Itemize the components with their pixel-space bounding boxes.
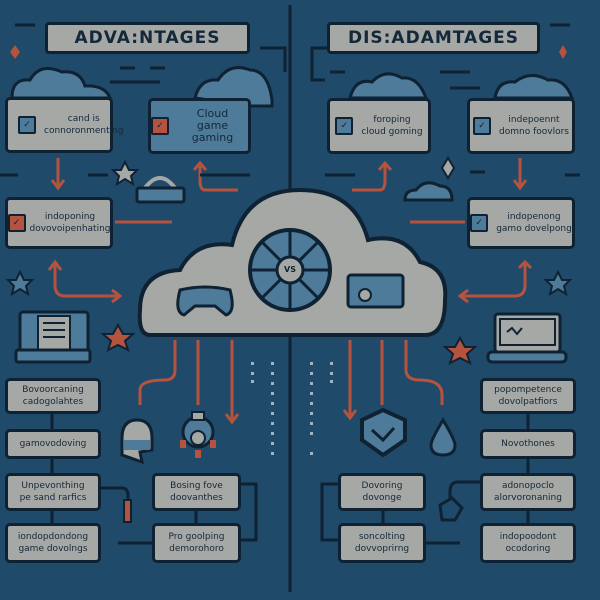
disadvantage-list-item: soncolting dovvoprirng	[338, 523, 426, 563]
item-text: game dovolngs	[18, 544, 88, 554]
checkbox-icon: ✓	[470, 214, 489, 232]
advantage-list-item: Pro goolping demorohoro	[152, 523, 241, 563]
card-text: foroping	[373, 115, 411, 125]
checkbox-icon: ✓	[473, 117, 492, 135]
lock-icon	[143, 176, 177, 190]
checkbox-icon: ✓	[18, 116, 36, 134]
advantage-list-item: gamovodoving	[5, 429, 101, 459]
screen-icon	[346, 273, 405, 309]
card-text: indoponing	[44, 212, 96, 222]
advantage-list-item: iondopdondong game dovolngs	[5, 523, 101, 563]
disadvantage-list-item: Novothones	[480, 429, 576, 459]
gear-icon	[360, 407, 407, 458]
cloud-icon	[348, 72, 429, 100]
item-text: adonopoclo	[501, 481, 555, 491]
advantage-card: ✓ cand is connoronmenting	[5, 97, 124, 153]
diamond-icon	[10, 45, 20, 59]
card-text: gamo dovelpong	[496, 224, 572, 234]
item-text: Pro goolping	[168, 532, 225, 542]
disadvantage-card: ✓ indepoennt domno foovlors	[467, 98, 575, 154]
cloud-icon	[193, 66, 274, 108]
cloud-icon	[403, 181, 454, 202]
item-text: Bosing fove	[170, 481, 223, 491]
item-text: ocodoring	[505, 544, 551, 554]
gamepad-icon	[176, 285, 234, 317]
checkbox-icon: ✓	[335, 117, 354, 135]
diamond-icon	[440, 156, 456, 180]
item-text: gamovodoving	[19, 439, 87, 449]
star-icon	[110, 159, 140, 187]
advantage-list-item: Unpevonthing pe sand rarfics	[5, 473, 101, 511]
item-text: dovonge	[362, 493, 402, 503]
card-text: indepoennt	[508, 115, 560, 125]
advantage-card: ✓ indoponing dovovoipenhating	[5, 197, 113, 249]
card-text: indopenong	[507, 212, 561, 222]
item-text: dovvoprirng	[354, 544, 410, 554]
advantage-list-item: Bovoorcaning cadogolahtes	[5, 378, 101, 414]
checkbox-icon: ✓	[151, 117, 169, 135]
disadvantage-card: ✓ foroping cloud goming	[327, 98, 431, 154]
item-text: pe sand rarfics	[19, 493, 87, 503]
disadvantage-list-item: indopoodont ocodoring	[480, 523, 576, 563]
card-text: connoronmenting	[44, 126, 124, 136]
cloud-icon	[493, 74, 575, 100]
checkbox-icon: ✓	[7, 214, 26, 232]
drop-icon	[429, 417, 457, 457]
star-icon	[442, 335, 478, 365]
item-text: dovolpatfiors	[498, 397, 558, 407]
star-icon	[5, 269, 35, 297]
item-text: demorohoro	[169, 544, 224, 554]
item-text: alorvoronaning	[494, 493, 562, 503]
item-text: Novothones	[501, 439, 555, 449]
diamond-icon	[559, 45, 567, 59]
vs-label: VS	[284, 265, 296, 274]
disadvantage-card: ✓ indopenong gamo dovelpong	[467, 197, 575, 249]
item-text: cadogolahtes	[22, 397, 84, 407]
item-text: soncolting	[358, 532, 406, 542]
item-text: doovanthes	[170, 493, 223, 503]
card-text: dovovoipenhating	[29, 224, 111, 234]
card-text: cand is	[67, 114, 100, 124]
item-text: Unpevonthing	[21, 481, 85, 491]
item-text: popompetence	[494, 385, 562, 395]
disadvantage-list-item: popompetence dovolpatfiors	[480, 378, 576, 414]
gear-icon	[438, 496, 464, 522]
item-text: iondopdondong	[17, 532, 89, 542]
star-icon	[543, 269, 573, 297]
card-text: Cloud	[196, 107, 229, 120]
disadvantage-list-item: adonopoclo alorvoronaning	[480, 473, 576, 511]
card-text: cloud goming	[361, 127, 423, 137]
advantage-list-item: Bosing fove doovanthes	[152, 473, 241, 511]
card-text: game gaming	[191, 119, 234, 144]
advantages-title: ADVA:NTAGES	[45, 22, 250, 54]
item-text: indopoodont	[499, 532, 557, 542]
star-icon	[100, 322, 136, 352]
disadvantages-title: DIS:ADAMTAGES	[327, 22, 540, 54]
cloud-icon	[10, 66, 113, 100]
card-text: domno foovlors	[499, 127, 569, 137]
item-text: Dovoring	[361, 481, 403, 491]
item-text: Bovoorcaning	[22, 385, 84, 395]
disadvantage-list-item: Dovoring dovonge	[338, 473, 426, 511]
